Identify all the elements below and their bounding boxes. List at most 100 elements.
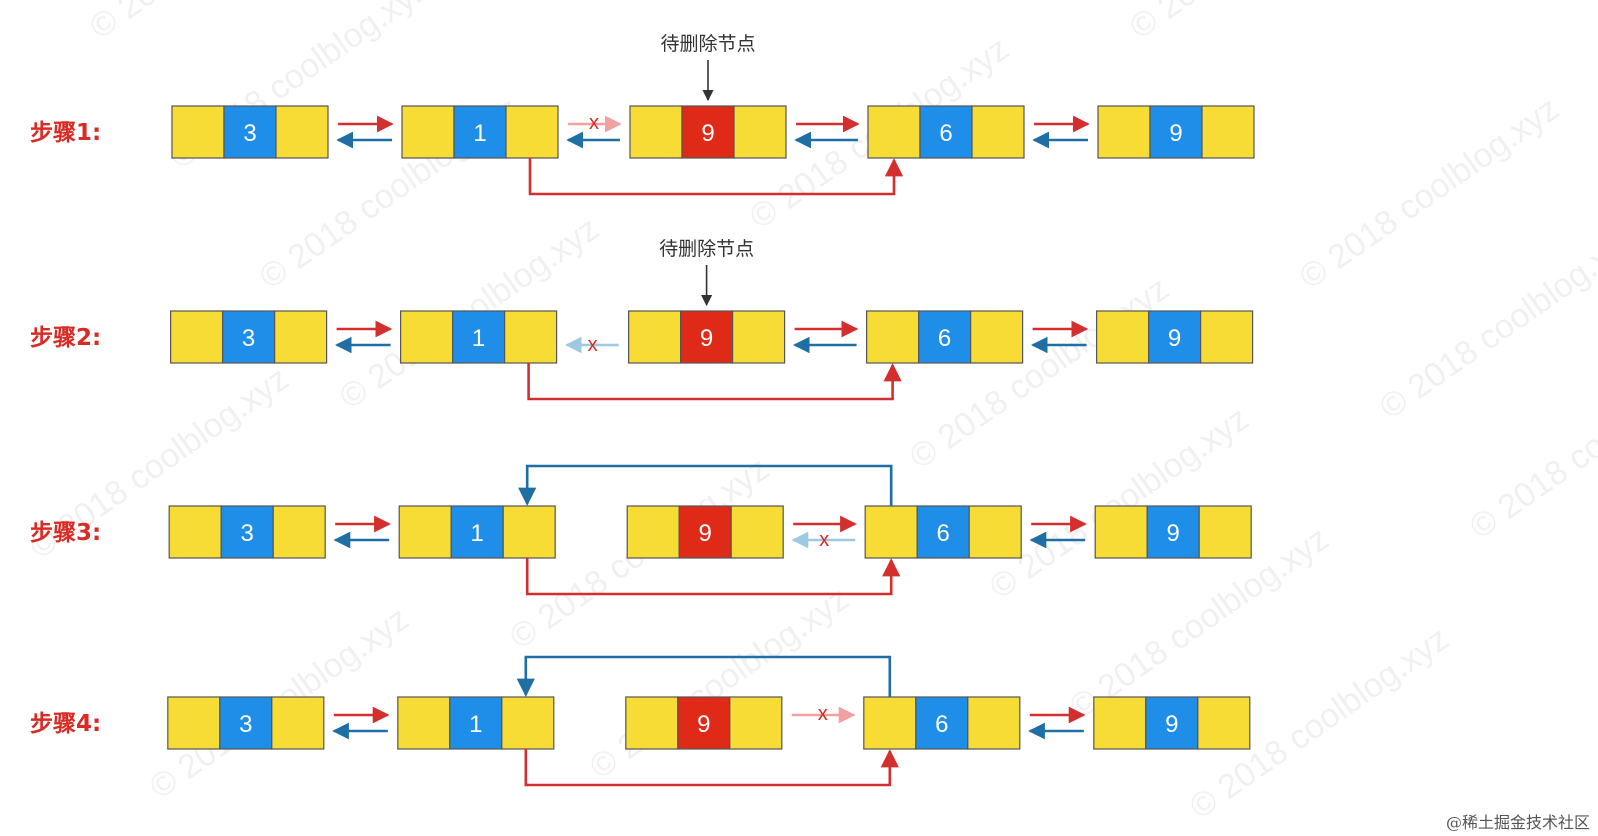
new-next-link-arrow	[527, 363, 902, 401]
node-value: 9	[701, 120, 714, 147]
node-value: 6	[938, 325, 951, 352]
node-prev-pointer-cell	[397, 696, 451, 750]
node-prev-pointer-cell	[625, 696, 679, 750]
node-4: 6	[867, 105, 1025, 159]
node-value-cell	[453, 105, 507, 159]
node-prev-pointer-cell	[1093, 696, 1147, 750]
node-2: 1	[401, 105, 559, 159]
node-prev-pointer-cell	[401, 105, 455, 159]
step-2-label: 步骤2:	[30, 325, 101, 351]
node-value-cell-deleted	[677, 696, 731, 750]
node-next-pointer-cell	[969, 310, 1024, 364]
node-value-cell-deleted	[678, 505, 732, 559]
node-3: 9	[627, 310, 786, 364]
node-next-pointer-cell	[730, 505, 784, 559]
node-value: 3	[242, 325, 255, 352]
step-1-label: 步骤1:	[30, 120, 101, 146]
node-prev-pointer-cell	[170, 310, 224, 364]
node-next-pointer-cell	[505, 105, 559, 159]
node-next-pointer-cell	[968, 505, 1022, 559]
watermark-text: © 2018 coolblog.xyz	[1293, 90, 1566, 297]
node-prev-pointer-cell	[168, 505, 222, 559]
node-prev-pointer-cell	[398, 505, 452, 559]
node-value-cell	[222, 310, 276, 364]
node-prev-pointer-cell	[867, 105, 921, 159]
node-value: 3	[241, 520, 254, 547]
watermark-text: © 2018 coolblog.xyz	[1463, 340, 1598, 547]
new-prev-link-arrow	[516, 655, 892, 697]
node-next-pointer-cell	[733, 105, 787, 159]
watermark-text: © 2018 coolblog.xyz	[583, 580, 856, 787]
node-5: 9	[1095, 310, 1254, 364]
node-value: 9	[1165, 711, 1178, 738]
node-value-cell-deleted	[681, 105, 735, 159]
node-prev-pointer-cell	[629, 105, 683, 159]
node-next-pointer-cell	[501, 696, 555, 750]
node-3: 9	[626, 505, 784, 559]
node-value-cell	[450, 505, 504, 559]
node-next-pointer-cell	[1198, 505, 1252, 559]
new-next-link-arrow	[524, 749, 899, 787]
new-next-link-arrow	[528, 158, 904, 196]
node-value-cell-deleted	[679, 310, 734, 364]
watermark-text: © 2018 coolblog.xyz	[903, 270, 1176, 477]
step-1-row: 步骤1: 3 1 9 6 9 x 待删除节点	[30, 33, 1255, 196]
node-next-pointer-cell	[275, 105, 329, 159]
node-5: 9	[1093, 696, 1251, 750]
watermark-text: © 2018 coolblog.xyz	[983, 400, 1256, 607]
node-next-pointer-cell	[504, 310, 558, 364]
pending-delete-label: 待删除节点	[660, 33, 755, 55]
node-value: 1	[472, 325, 485, 352]
node-value: 3	[239, 711, 252, 738]
node-prev-pointer-cell	[627, 310, 682, 364]
node-next-pointer-cell	[1197, 696, 1251, 750]
node-next-pointer-cell	[274, 310, 328, 364]
node-value: 1	[473, 120, 486, 147]
node-2: 1	[400, 310, 558, 364]
node-next-pointer-cell	[967, 696, 1021, 750]
node-5: 9	[1094, 505, 1252, 559]
node-value-cell	[919, 105, 973, 159]
node-3: 9	[625, 696, 783, 750]
node-value: 9	[699, 520, 712, 547]
node-value-cell	[220, 505, 274, 559]
watermark-text: © 2018 coolblog.xyz	[1373, 220, 1598, 427]
node-next-pointer-cell	[729, 696, 783, 750]
node-next-pointer-cell	[502, 505, 556, 559]
node-value: 9	[1169, 120, 1182, 147]
site-credit: @稀土掘金技术社区	[1446, 813, 1590, 832]
node-prev-pointer-cell	[167, 696, 221, 750]
node-value: 9	[1167, 520, 1180, 547]
node-1: 3	[167, 696, 325, 750]
node-3: 9	[629, 105, 787, 159]
node-value: 1	[471, 520, 484, 547]
broken-link-mark: x	[589, 112, 599, 134]
node-2: 1	[397, 696, 555, 750]
node-prev-pointer-cell	[626, 505, 680, 559]
node-value-cell	[223, 105, 277, 159]
node-value: 6	[939, 120, 952, 147]
node-prev-pointer-cell	[1095, 310, 1150, 364]
node-prev-pointer-cell	[1094, 505, 1148, 559]
node-prev-pointer-cell	[865, 310, 920, 364]
node-4: 6	[864, 505, 1022, 559]
broken-link-mark: x	[818, 703, 828, 725]
node-prev-pointer-cell	[1097, 105, 1151, 159]
node-value: 6	[937, 520, 950, 547]
node-value: 6	[935, 711, 948, 738]
node-4: 6	[863, 696, 1021, 750]
node-value: 1	[469, 711, 482, 738]
broken-link-mark: x	[819, 529, 829, 551]
node-next-pointer-cell	[731, 310, 786, 364]
node-value: 9	[697, 711, 710, 738]
node-prev-pointer-cell	[171, 105, 225, 159]
node-next-pointer-cell	[1199, 310, 1254, 364]
node-next-pointer-cell	[272, 505, 326, 559]
node-1: 3	[171, 105, 329, 159]
node-value-cell	[917, 310, 972, 364]
